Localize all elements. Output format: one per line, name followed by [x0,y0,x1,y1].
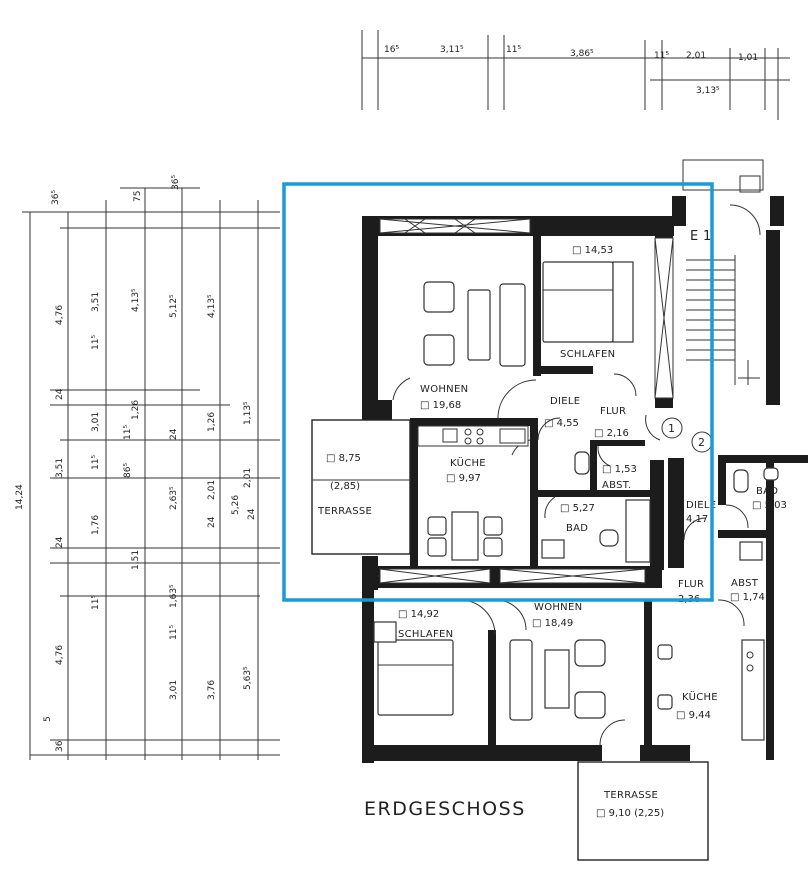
left-dimension-chains: 36⁵ 4,76 3,51 11⁵ 24 3,01 11⁵ 3,51 1,76 … [15,175,280,760]
left-dim-s: 86⁵ [123,463,133,478]
room-name-terrasse-1: TERRASSE [317,506,372,517]
upper-apartment [311,216,674,590]
floor-title: ERDGESCHOSS [364,798,526,820]
room-extra-terrasse-1: (2,85) [330,481,360,492]
left-dim-q: 1,26 [131,400,141,420]
room-area-wohnen-1: □ 19,68 [420,400,461,411]
left-dim-w: 11⁵ [169,625,179,640]
left-dim-ag: 1,13⁵ [243,401,253,425]
room-area-kueche-1: □ 9,97 [446,473,481,484]
room-area-terrasse-1: □ 8,75 [326,453,361,464]
room-name-flur-1: FLUR [600,406,626,417]
room-area-abst-1: □ 1,53 [602,464,637,475]
left-dim-k: 11⁵ [91,595,101,610]
room-name-abst-2: ABST [731,578,759,589]
left-dim-v: 1,63⁵ [169,584,179,608]
top-dim-7: 1,01 [738,53,758,63]
top-dim-5: 11⁵ [654,51,669,61]
upper-room-labels: □ 14,53 SCHLAFEN WOHNEN □ 19,68 DIELE □ … [317,245,637,534]
lower-apartment: □ 14,92 SCHLAFEN WOHNEN □ 18,49 TERRASSE… [362,588,709,861]
left-dim-r: 11⁵ [123,425,133,440]
room-name-bad-1: BAD [566,523,588,534]
room-name-schlafen-1: SCHLAFEN [560,349,615,360]
left-dim-j: 24 [55,536,65,548]
left-dim-p: 4,13⁵ [131,288,141,312]
right-apartment: BAD □ 5,03 DIELE 4,17 FLUR 2,36 ABST □ 1… [644,455,808,760]
left-dim-b: 4,76 [55,305,65,325]
marker-2: 2 [698,436,705,449]
room-name-diele-1: DIELE [550,396,580,407]
room-name-terrasse-2: TERRASSE [603,790,658,801]
top-dim-4: 3,86⁵ [570,49,594,59]
left-dim-total: 14,24 [15,484,25,510]
room-area-abst-2: □ 1,74 [730,592,765,603]
room-area-bad-2: □ 5,03 [752,500,787,511]
room-area-kueche-2: □ 9,44 [676,710,711,721]
highlight-frame [282,182,714,602]
left-dim-h: 3,51 [55,458,65,478]
left-dim-ad: 24 [207,516,217,528]
left-dim-ak: 5,63⁵ [243,666,253,690]
room-area-wohnen-2: □ 18,49 [532,618,573,629]
room-name-wohnen-2: WOHNEN [534,602,582,613]
left-dim-i: 1,76 [91,515,101,535]
top-dim-2: 3,11⁵ [440,45,464,55]
left-dim-n: 5 [43,716,53,722]
room-name-wohnen-1: WOHNEN [420,384,468,395]
entrance-label: E 1 [690,229,712,244]
top-dim-1: 16⁵ [384,45,399,55]
left-dim-ae: 3,76 [207,680,217,700]
stairwell: E 1 1 2 [661,159,784,453]
left-dim-z: 5,12⁵ [169,294,179,318]
room-area-diele-1: □ 4,55 [544,418,579,429]
left-dim-x: 3,01 [169,680,179,700]
left-dim-o: 75 [133,191,143,202]
left-dim-g: 11⁵ [91,455,101,470]
room-name-flur-2: FLUR [678,579,704,590]
left-dim-u: 1,51 [131,550,141,570]
left-dim-d: 11⁵ [91,335,101,350]
top-dim-3: 11⁵ [506,45,521,55]
left-dim-ai: 5,26 [231,495,241,515]
left-dim-ac: 2,01 [207,480,217,500]
room-area-diele-2: 4,17 [686,514,708,525]
left-dim-t: 2,63⁵ [169,486,179,510]
left-dim-y: 36⁵ [171,175,181,190]
left-dim-ab: 1,26 [207,412,217,432]
top-dim-6: 2,01 [686,51,706,61]
room-area-bad-1: □ 5,27 [560,503,595,514]
left-dim-aj: 24 [247,508,257,520]
room-area-schlafen-1: □ 14,53 [572,245,613,256]
room-name-schlafen-2: SCHLAFEN [398,629,453,640]
room-name-abst-1: ABST. [602,480,631,491]
left-dim-af: 4,13⁵ [207,294,217,318]
room-area-terrasse-2: □ 9,10 (2,25) [596,808,664,819]
room-name-diele-2: DIELE [686,500,716,511]
room-name-kueche-1: KÜCHE [450,456,486,469]
left-dim-ah: 2,01 [243,468,253,488]
top-dim-8: 3,13⁵ [696,86,720,96]
marker-1: 1 [668,422,675,435]
room-name-bad-2: BAD [756,486,778,497]
top-dimension-chain: 16⁵ 3,11⁵ 11⁵ 3,86⁵ 11⁵ 2,01 1,01 3,13⁵ [361,30,790,120]
left-dim-a: 36⁵ [51,190,61,205]
left-dim-c: 3,51 [91,292,101,312]
left-dim-e: 24 [55,388,65,400]
left-dim-aa: 24 [169,428,179,440]
left-dim-l: 4,76 [55,645,65,665]
room-area-flur-1: □ 2,16 [594,428,629,439]
room-name-kueche-2: KÜCHE [682,690,718,703]
left-dim-m: 36 [55,740,65,752]
left-dim-f: 3,01 [91,412,101,432]
room-area-schlafen-2: □ 14,92 [398,609,439,620]
